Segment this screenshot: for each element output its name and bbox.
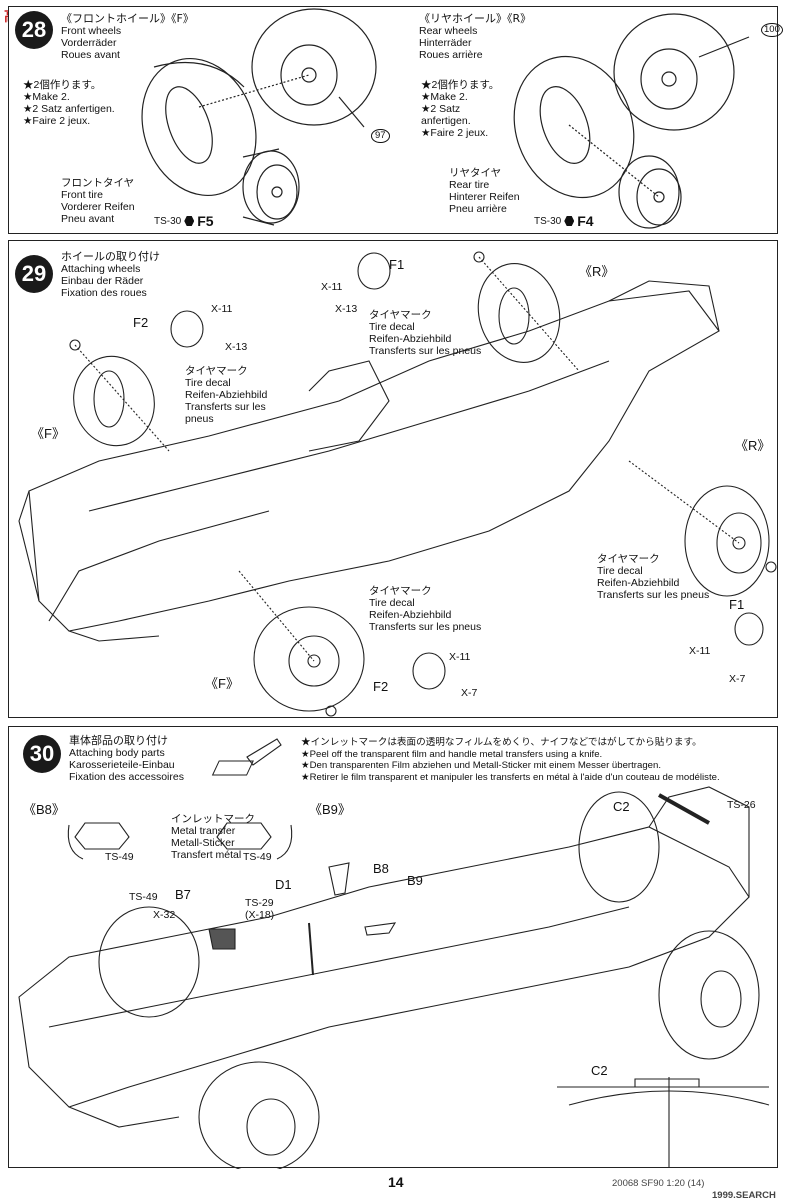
label-x7-right: X-7: [729, 673, 746, 685]
label-f2-bottom: F2: [373, 679, 389, 694]
step-28-panel: 28 《フロントホイール》《F》 Front wheels Vorderräde…: [8, 6, 783, 234]
front-tire-label: フロントタイヤ Front tire Vorderer Reifen Pneu …: [61, 177, 135, 225]
front-ref-97: 97: [371, 129, 390, 143]
step-28-drawings: [141, 8, 750, 229]
label-ts49-a: TS-49: [105, 851, 134, 863]
rear-wheels-title: 《リヤホイール》《R》 Rear wheels Hinterräder Roue…: [419, 12, 532, 62]
label-x11-left: X-11: [211, 303, 233, 315]
step-30-car-drawing: [18, 738, 770, 1169]
label-x11-bottom: X-11: [449, 651, 471, 663]
step-30-panel: 30 車体部品の取り付け Attaching body parts Kaross…: [8, 726, 778, 1169]
label-ts26: TS-26: [727, 799, 756, 811]
label-b8: B8: [373, 861, 389, 876]
label-f1-top: F1: [389, 257, 405, 272]
step-29-title: ホイールの取り付け Attaching wheels Einbau der Rä…: [61, 250, 160, 300]
label-f1-right: F1: [729, 597, 745, 612]
label-x11-right: X-11: [689, 645, 711, 657]
front-tire-drawing: [141, 8, 377, 226]
label-b9-right: 《B9》: [309, 802, 351, 817]
step-29-panel: 29 ホイールの取り付け Attaching wheels Einbau der…: [8, 240, 778, 718]
step-29-badge: 29: [15, 255, 53, 293]
rear-make-note: ★2個作ります。 ★Make 2. ★2 Satz anfertigen. ★F…: [421, 79, 500, 139]
tire-decal-top: タイヤマーク Tire decal Reifen-Abziehbild Tran…: [369, 309, 482, 357]
metal-transfer-label: インレットマーク Metal transfer Metall-Sticker T…: [171, 813, 255, 861]
page-number: 14: [388, 1174, 404, 1190]
metal-transfer-notes: ★インレットマークは表面の透明なフィルムをめくり、ナイフなどではがしてから貼りま…: [301, 737, 720, 783]
label-f2-left: F2: [133, 315, 149, 330]
paint-hex-icon: [184, 216, 195, 226]
rear-tire-label: リヤタイヤ Rear tire Hinterer Reifen Pneu arr…: [449, 167, 520, 215]
rear-tire-drawing: [513, 13, 750, 229]
front-make-note: ★2個作ります。 ★Make 2. ★2 Satz anfertigen. ★F…: [23, 79, 115, 127]
footer-code: 20068 SF90 1:20 (14): [612, 1178, 705, 1189]
step-29-car-drawing: [18, 251, 777, 717]
paint-hex-icon: [564, 216, 575, 226]
label-x18: (X-18): [245, 909, 275, 921]
label-r-top: 《R》: [579, 264, 615, 279]
label-ts49-b: TS-49: [243, 851, 272, 863]
step-30-title: 車体部品の取り付け Attaching body parts Karosseri…: [69, 734, 184, 784]
label-f-bottom: 《F》: [205, 676, 239, 691]
label-ts29: TS-29: [245, 897, 274, 909]
label-b7: B7: [175, 887, 191, 902]
label-b8-left: 《B8》: [23, 802, 65, 817]
front-wheels-title: 《フロントホイール》《F》 Front wheels Vorderräder R…: [61, 12, 194, 62]
label-c2-bottom: C2: [591, 1063, 608, 1078]
label-x13-left: X-13: [225, 341, 248, 353]
step-30-badge: 30: [23, 735, 61, 773]
label-c2-top: C2: [613, 799, 630, 814]
label-f-left: 《F》: [31, 426, 65, 441]
step-28-badge: 28: [15, 11, 53, 49]
tire-decal-left: タイヤマーク Tire decal Reifen-Abziehbild Tran…: [185, 365, 268, 425]
label-d1: D1: [275, 877, 292, 892]
tire-decal-right: タイヤマーク Tire decal Reifen-Abziehbild Tran…: [597, 553, 710, 601]
label-ts49-c: TS-49: [129, 891, 158, 903]
label-r-right: 《R》: [735, 438, 771, 453]
label-x11-top: X-11: [321, 281, 343, 293]
rear-ref-100: 100: [761, 23, 783, 37]
label-x7-bottom: X-7: [461, 687, 478, 699]
tire-decal-bottom: タイヤマーク Tire decal Reifen-Abziehbild Tran…: [369, 585, 482, 633]
footer-site: 1999.SEARCH: [712, 1190, 776, 1201]
label-x13-top: X-13: [335, 303, 358, 315]
